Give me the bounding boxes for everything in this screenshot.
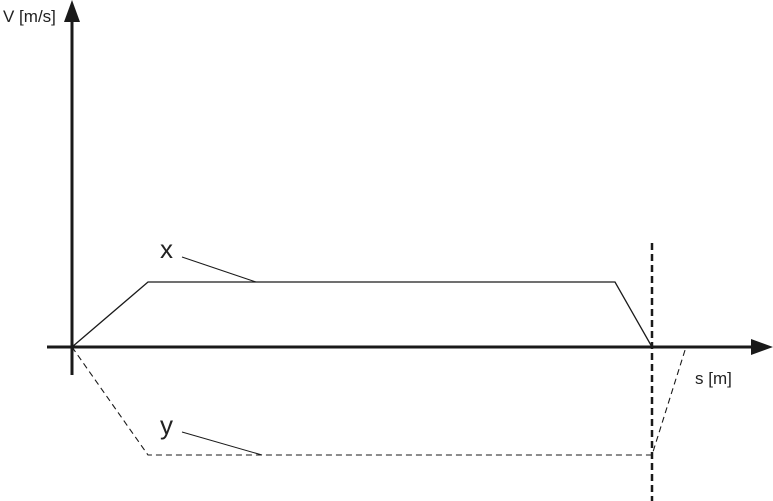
x-axis-arrow-icon (751, 339, 773, 355)
y-axis-arrow-icon (64, 0, 80, 22)
curve-x-label: x (160, 234, 173, 264)
curve-x-leader (181, 256, 257, 283)
curve-y-label: y (160, 410, 173, 440)
curve-y (71, 346, 687, 456)
curve-x (71, 281, 653, 348)
x-axis-label: s [m] (695, 369, 732, 388)
y-axis-label: V [m/s] (3, 7, 56, 26)
curve-y-leader (181, 431, 263, 456)
